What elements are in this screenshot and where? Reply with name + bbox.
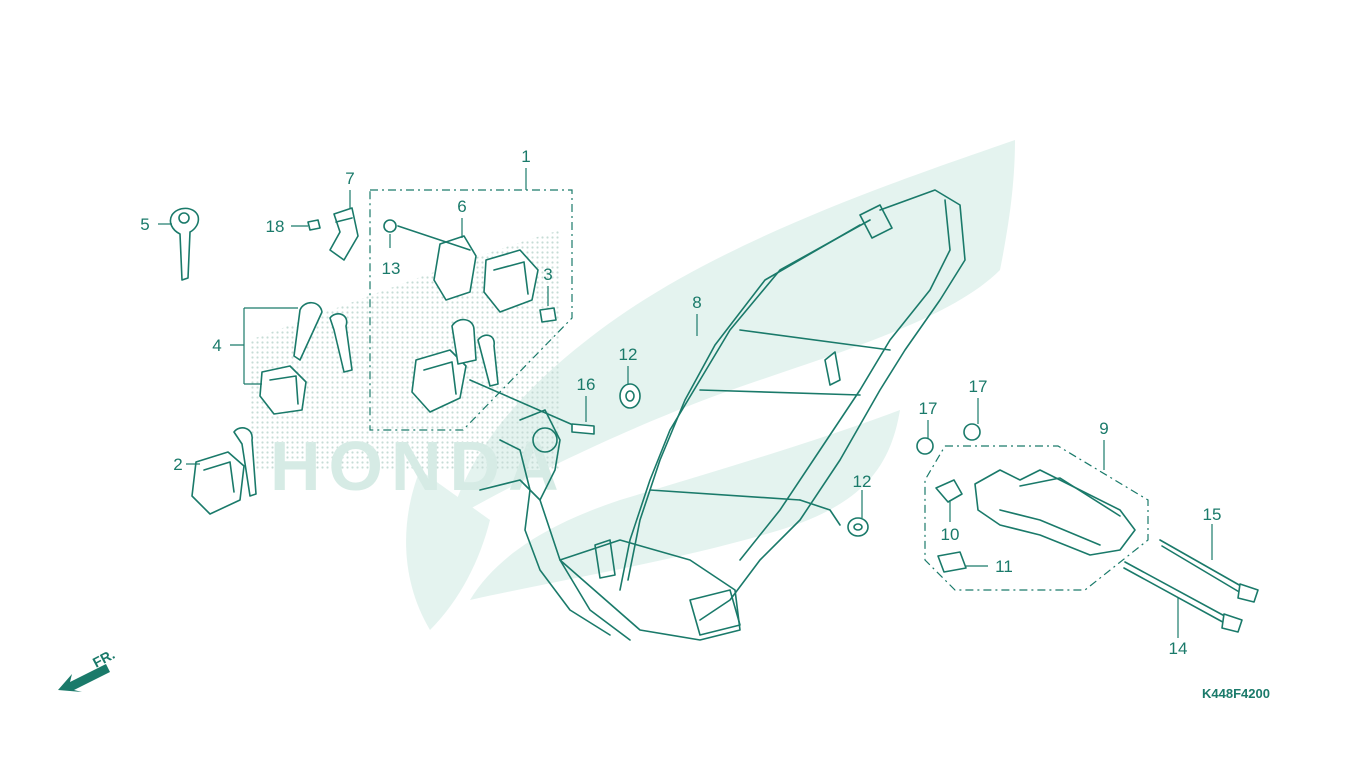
callout-14: 14 [1169,639,1188,658]
frame-part-8 [479,189,966,641]
stopper-part-11 [937,551,967,573]
bracket-part-7 [329,207,359,261]
group-box-1 [369,189,573,431]
bolt-part-15 [1159,539,1259,603]
callout-18: 18 [266,217,285,236]
hanger-part-9 [974,469,1136,556]
stopper-part-10 [935,479,963,503]
callout-13: 13 [382,259,401,278]
watermark-text: HONDA [270,427,567,505]
screw-part-18 [307,219,321,231]
callout-12a: 12 [619,345,638,364]
diagram-code: K448F4200 [1202,686,1270,701]
callout-15: 15 [1203,505,1222,524]
group-box-9 [924,445,1149,591]
lock-set-part-2 [191,427,257,515]
callout-9: 9 [1099,419,1108,438]
bolt-part-13 [383,219,397,233]
leader-lines [158,168,1213,638]
nut-part-17a [916,437,934,455]
callout-7: 7 [345,169,354,188]
key-set-part-4 [259,301,353,415]
callout-6: 6 [457,197,466,216]
callout-5: 5 [140,215,149,234]
lock-assembly-part-6 [397,225,581,429]
callout-17b: 17 [969,377,988,396]
callout-1: 1 [521,147,530,166]
bolt-part-3 [539,307,557,323]
callout-3: 3 [543,265,552,284]
front-label: FR. [90,646,117,671]
callout-12b: 12 [853,472,872,491]
grommet-part-12a [619,383,641,409]
callout-10: 10 [941,525,960,544]
callout-2: 2 [173,455,182,474]
screw-part-16 [571,423,595,435]
bolt-part-14 [1123,561,1243,633]
callout-4: 4 [212,336,221,355]
nut-part-17b [963,423,981,441]
grommet-part-12b [847,517,869,537]
callout-17a: 17 [919,399,938,418]
front-arrow: FR. [58,646,117,692]
key-part-5 [169,207,200,281]
callout-11: 11 [995,557,1013,576]
callout-8: 8 [692,293,701,312]
callouts: 1 2 3 4 5 6 7 8 9 10 11 12 12 13 14 15 1… [140,147,1221,658]
callout-16: 16 [577,375,596,394]
